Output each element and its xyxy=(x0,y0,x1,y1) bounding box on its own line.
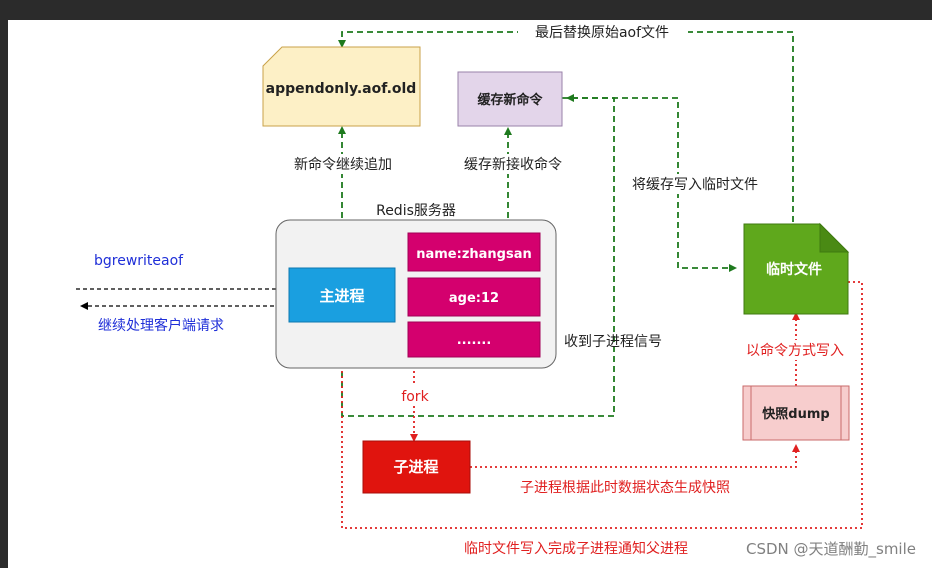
data-block-more-label: ....... xyxy=(457,333,492,348)
aof-old-label: appendonly.aof.old xyxy=(266,81,417,97)
snapshot-dump-node xyxy=(742,385,850,441)
watermark: CSDN @天道酬勤_smile xyxy=(746,540,916,559)
child-snapshot-label: 子进程根据此时数据状态生成快照 xyxy=(520,480,730,496)
child-process-node xyxy=(362,440,471,494)
redis-server-label: Redis服务器 xyxy=(376,203,456,219)
write-cache-to-temp-label: 将缓存写入临时文件 xyxy=(632,177,758,193)
temp-file-fold xyxy=(819,222,850,253)
edge-child-snapshot xyxy=(470,444,800,468)
write-as-cmd-label: 以命令方式写入 xyxy=(746,342,844,359)
replace-aof-label-bg xyxy=(518,22,688,42)
cache-cmd-label: 缓存新命令 xyxy=(477,92,543,108)
edge-notify-parent xyxy=(338,281,863,529)
bgrewriteaof-label: bgrewriteaof xyxy=(94,253,184,269)
data-block-name xyxy=(407,232,541,272)
write-cache-to-temp-label-bg xyxy=(616,174,774,194)
child-process-label: 子进程 xyxy=(393,458,438,476)
snapshot-dump-label: 快照dump xyxy=(762,406,829,422)
continue-client-label: 继续处理客户端请求 xyxy=(98,317,224,334)
main-process-label: 主进程 xyxy=(319,287,364,305)
data-block-age-label: age:12 xyxy=(449,291,499,306)
aof-old-node xyxy=(262,46,421,127)
receive-child-signal-label: 收到子进程信号 xyxy=(564,334,662,350)
cache-new-received-label-bg xyxy=(450,154,576,174)
replace-aof-label: 最后替换原始aof文件 xyxy=(535,24,669,41)
write-as-cmd-label-bg xyxy=(734,340,858,360)
main-process-node xyxy=(288,267,396,323)
notify-parent-label: 临时文件写入完成子进程通知父进程 xyxy=(464,540,688,557)
data-block-more xyxy=(407,321,541,358)
fork-label: fork xyxy=(401,389,429,405)
append-new-cmd-label-bg xyxy=(282,154,404,174)
temp-file-label: 临时文件 xyxy=(766,261,822,278)
edge-receive-child-signal xyxy=(341,94,615,417)
cache-new-received-label: 缓存新接收命令 xyxy=(464,156,562,173)
append-new-cmd-label: 新命令继续追加 xyxy=(294,156,392,173)
fork-label-bg xyxy=(398,386,432,406)
data-block-age xyxy=(407,277,541,317)
data-block-name-label: name:zhangsan xyxy=(416,247,532,262)
cache-cmd-node xyxy=(457,71,563,127)
